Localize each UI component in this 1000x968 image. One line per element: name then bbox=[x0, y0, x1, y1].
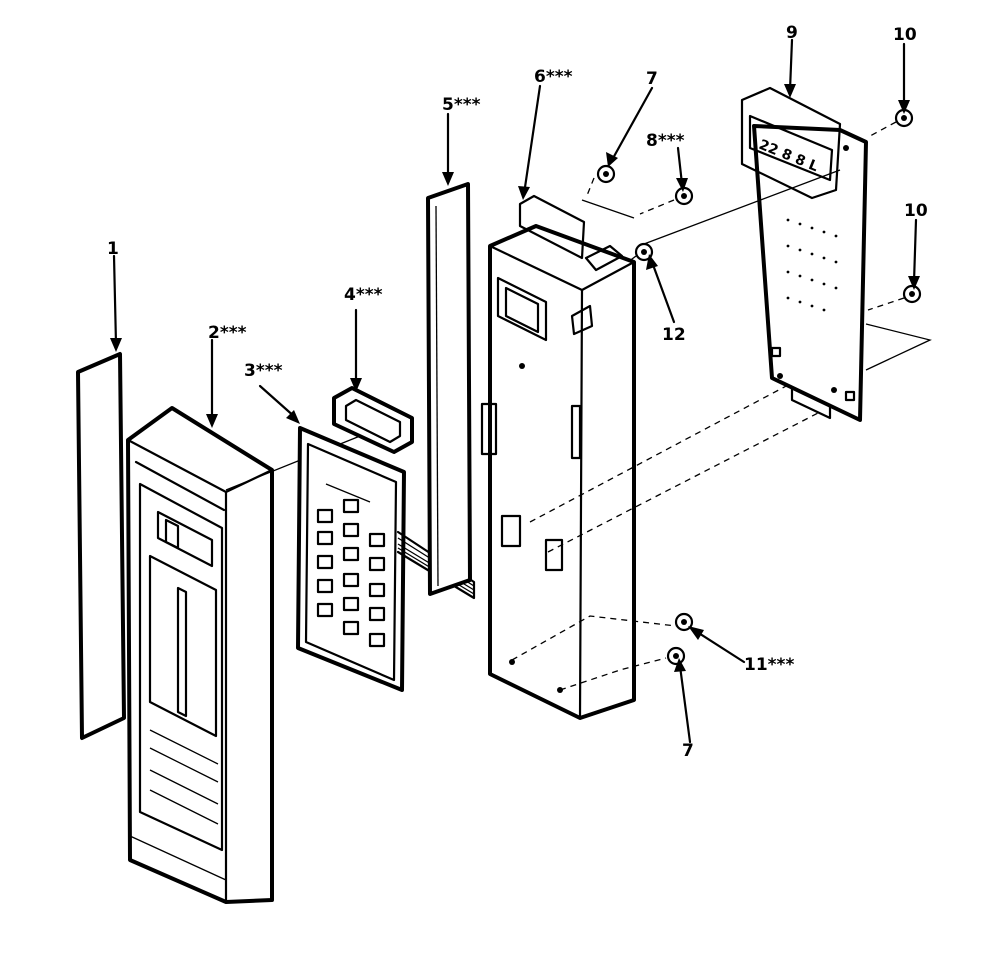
screw-10-mid bbox=[902, 284, 922, 304]
screw-8 bbox=[674, 186, 694, 206]
callout-12: 12 bbox=[662, 325, 686, 345]
callout-9: 9 bbox=[786, 23, 798, 43]
callout-1: 1 bbox=[107, 239, 119, 259]
callout-10-mid: 10 bbox=[904, 201, 928, 221]
callout-4: 4*** bbox=[344, 285, 383, 305]
screw-7-top bbox=[596, 164, 616, 184]
callout-3: 3*** bbox=[244, 361, 283, 381]
callout-7-top: 7 bbox=[646, 69, 658, 89]
callout-2: 2*** bbox=[208, 323, 247, 343]
part-2-control-housing bbox=[126, 406, 371, 904]
part-5-strip bbox=[426, 182, 472, 596]
leader-arrows bbox=[110, 38, 920, 744]
screws bbox=[596, 108, 922, 666]
callout-6: 6*** bbox=[534, 67, 573, 87]
callout-8: 8*** bbox=[646, 131, 685, 151]
part-4-window-frame bbox=[332, 386, 414, 454]
part-1-glass-panel bbox=[76, 352, 126, 740]
callout-10-top: 10 bbox=[893, 25, 917, 45]
assembly-guide-lines bbox=[511, 121, 905, 691]
screw-7-bottom bbox=[666, 646, 686, 666]
part-6-chassis bbox=[480, 194, 636, 720]
callout-5: 5*** bbox=[442, 95, 481, 115]
callout-7-bottom: 7 bbox=[682, 741, 694, 761]
keypad-buttons bbox=[316, 498, 386, 648]
callout-labels: 1 2*** 3*** 4*** 5*** 6*** 7 8*** 9 10 1… bbox=[107, 23, 928, 761]
callout-11: 11*** bbox=[744, 655, 794, 675]
part-9-circuit-board: 22 8 8 L bbox=[740, 86, 932, 422]
